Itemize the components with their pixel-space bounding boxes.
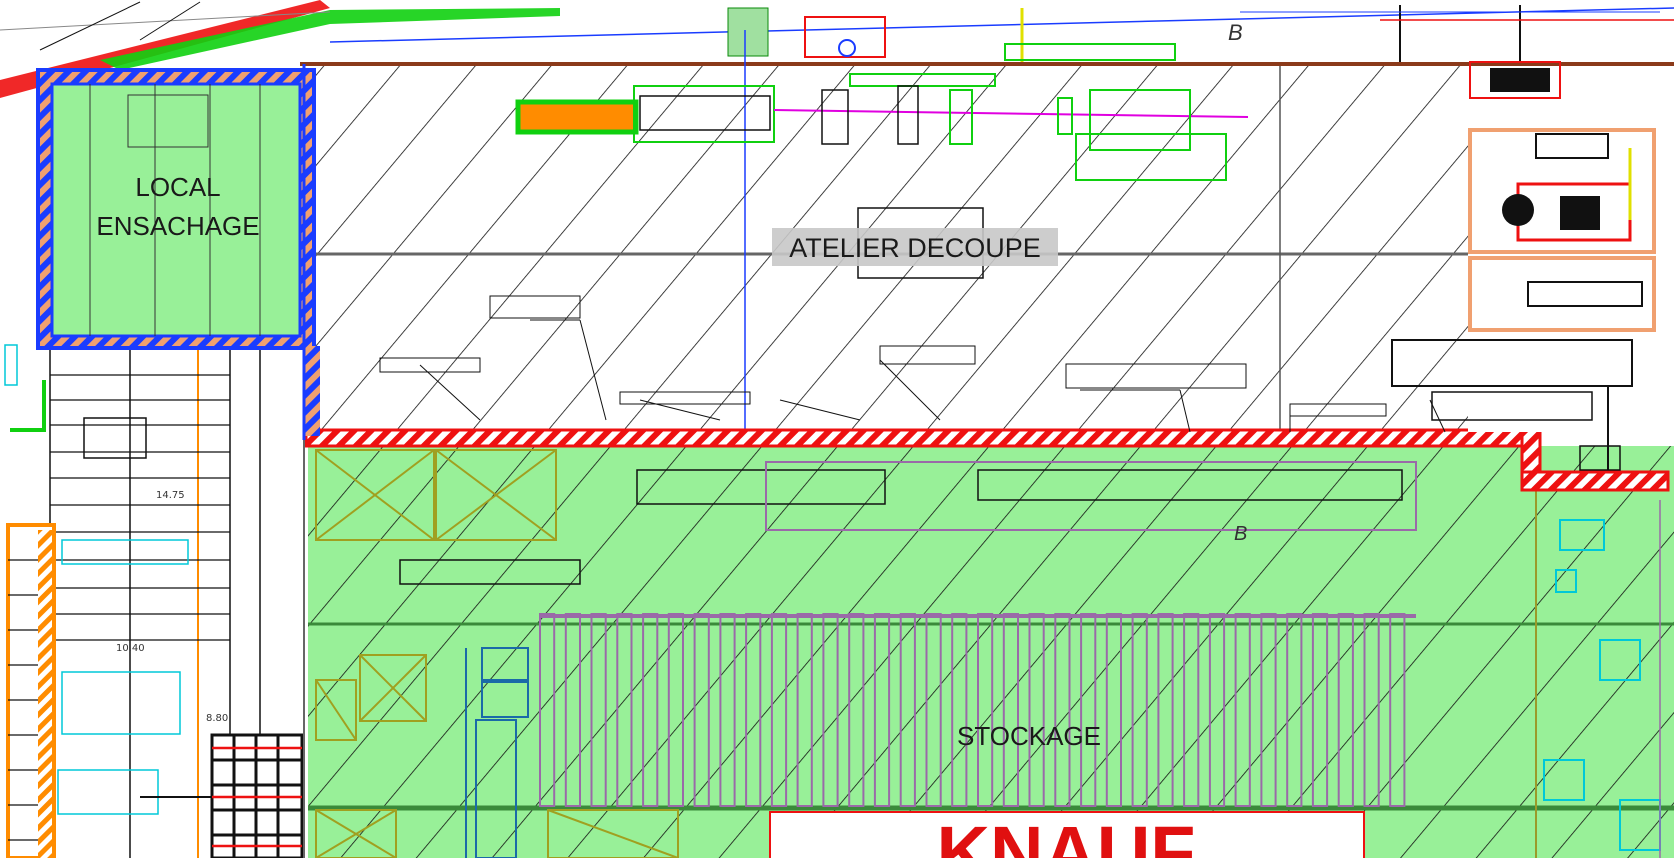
west-orange-wall <box>6 523 56 858</box>
dimension-label-2: 10.40 <box>116 643 145 654</box>
knauf-logo-text: KNAUF <box>937 811 1196 858</box>
technical-rooms <box>1391 61 1674 471</box>
atelier-label-background <box>772 228 1058 266</box>
east-cyan-details <box>1543 500 1661 858</box>
room-label-local-line2: ENSACHAGE <box>96 211 259 241</box>
room-label-local-line1: LOCAL <box>135 172 220 202</box>
local-ensachage-zone <box>36 68 316 350</box>
stockage-zone <box>308 446 1674 858</box>
annotation-leaders <box>379 295 1446 433</box>
rack-panels-left <box>315 449 679 858</box>
dimension-label-1: 14.75 <box>156 490 185 501</box>
top-exterior-strip: B <box>0 0 1674 98</box>
storage-blocks <box>140 733 304 858</box>
stockage-annotations <box>399 461 1417 585</box>
dimension-label-3: 8.80 <box>206 713 228 724</box>
room-label-stockage: STOCKAGE <box>957 721 1101 751</box>
cutting-line-equipment <box>515 73 1249 279</box>
column-structure <box>465 647 529 858</box>
firewall-red <box>302 64 1670 858</box>
knauf-sign: KNAUF <box>769 811 1365 858</box>
racking-rows <box>539 613 1416 807</box>
marker-b-stockage: B <box>1234 523 1247 545</box>
marker-b-top: B <box>1228 20 1243 45</box>
room-label-atelier-decoupe: ATELIER DECOUPE <box>789 233 1041 263</box>
rack-header-beam <box>540 614 1416 618</box>
